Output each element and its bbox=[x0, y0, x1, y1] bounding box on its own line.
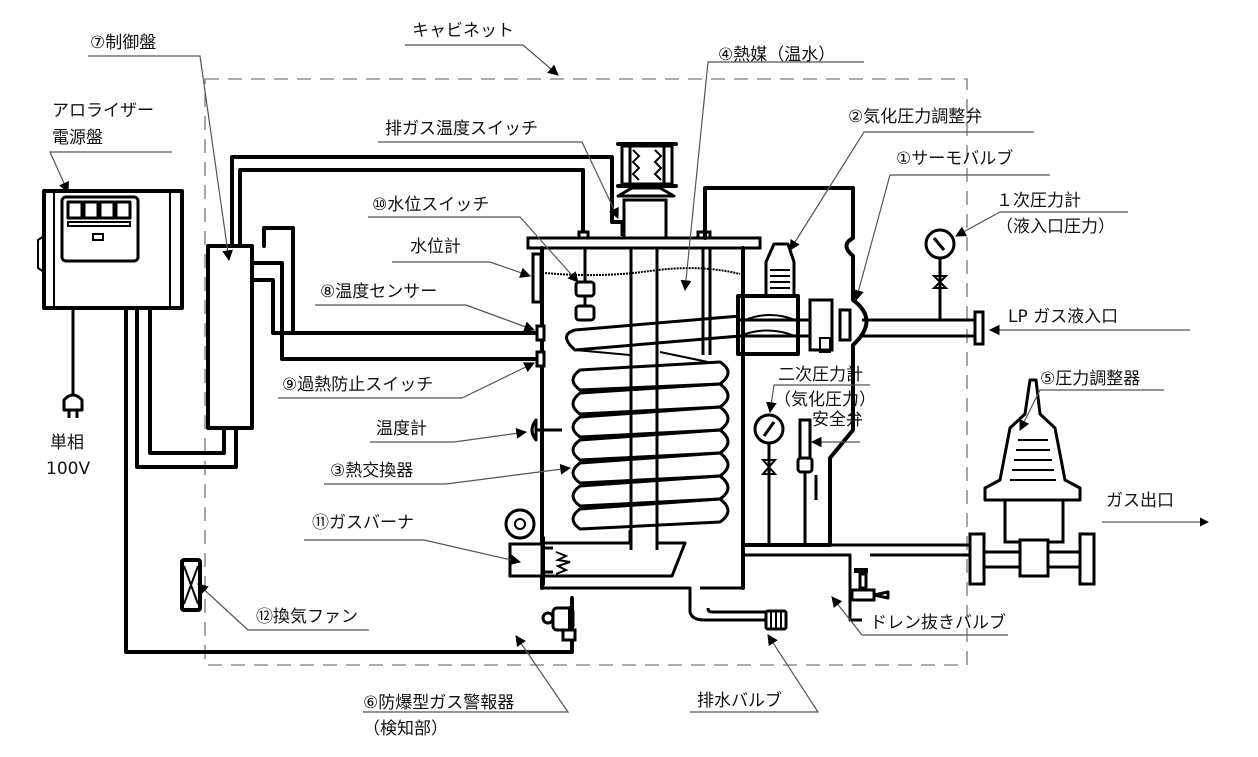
label-exhaust-temp-switch: 排ガス温度スイッチ bbox=[378, 119, 619, 219]
svg-text:安全弁: 安全弁 bbox=[812, 410, 863, 430]
gas-burner bbox=[504, 508, 770, 622]
plug-icon bbox=[62, 393, 84, 412]
svg-text:③熱交換器: ③熱交換器 bbox=[330, 461, 413, 481]
label-control-panel: ⑦制御盤 bbox=[88, 33, 233, 262]
label-primary-gauge: １次圧力計 （液入口圧力） bbox=[955, 191, 1128, 237]
gas-detector-device bbox=[541, 606, 577, 642]
svg-text:温度計: 温度計 bbox=[376, 419, 427, 439]
svg-text:キャビネット: キャビネット bbox=[412, 21, 514, 41]
svg-text:排ガス温度スイッチ: 排ガス温度スイッチ bbox=[385, 119, 538, 139]
label-water-level-gauge: 水位計 bbox=[392, 237, 532, 278]
vapor-piping bbox=[703, 186, 985, 631]
svg-text:⑤圧力調整器: ⑤圧力調整器 bbox=[1040, 369, 1140, 389]
label-thermo-valve: ①サーモバルブ bbox=[853, 148, 1050, 302]
label-vapor-pressure-valve: ②気化圧力調整弁 bbox=[789, 107, 1034, 251]
svg-text:⑫換気ファン: ⑫換気ファン bbox=[256, 607, 358, 627]
label-safety-valve: 安全弁 bbox=[810, 410, 863, 448]
svg-text:⑩水位スイッチ: ⑩水位スイッチ bbox=[372, 195, 489, 215]
label-heat-medium: ④熱媒（温水） bbox=[680, 45, 864, 292]
svg-text:１次圧力計: １次圧力計 bbox=[996, 191, 1081, 211]
label-vent-fan: ⑫換気ファン bbox=[197, 583, 369, 631]
control-panel-box bbox=[206, 244, 254, 430]
svg-text:①サーモバルブ: ①サーモバルブ bbox=[896, 148, 1013, 169]
label-cabinet: キャビネット bbox=[405, 21, 559, 76]
label-gas-detector: ⑥防爆型ガス警報器 （検知部） bbox=[363, 635, 570, 739]
power-panel bbox=[37, 189, 184, 418]
label-gas-burner: ⑪ガスバーナ bbox=[304, 513, 522, 566]
label-lp-inlet: LP ガス液入口 bbox=[1008, 307, 1118, 327]
label-thermometer: 温度計 bbox=[370, 419, 528, 443]
label-temp-sensor: ⑧温度センサー bbox=[315, 282, 536, 332]
label-drain-valve: ドレン抜きバルブ bbox=[831, 596, 1008, 636]
svg-text:水位計: 水位計 bbox=[410, 237, 461, 257]
svg-text:（液入口圧力）: （液入口圧力） bbox=[996, 217, 1115, 237]
cabinet-outline bbox=[204, 78, 968, 666]
svg-text:ドレン抜きバルブ: ドレン抜きバルブ bbox=[870, 612, 1006, 633]
svg-text:⑪ガスバーナ: ⑪ガスバーナ bbox=[312, 513, 414, 533]
label-power-panel: アロライザー 電源盤 bbox=[49, 101, 172, 193]
svg-text:単相: 単相 bbox=[50, 433, 84, 453]
label-gas-outlet: ガス出口 bbox=[1106, 491, 1174, 511]
pressure-regulator-device bbox=[968, 378, 1096, 586]
label-water-level-switch: ⑩水位スイッチ bbox=[368, 195, 579, 283]
label-power-supply: 単相 100V bbox=[46, 433, 90, 479]
svg-text:②気化圧力調整弁: ②気化圧力調整弁 bbox=[848, 107, 982, 127]
label-pressure-regulator: ⑤圧力調整器 bbox=[1019, 369, 1164, 431]
svg-text:④熱媒（温水）: ④熱媒（温水） bbox=[718, 45, 835, 65]
svg-text:⑧温度センサー: ⑧温度センサー bbox=[320, 282, 437, 302]
label-overheat-switch: ⑨過熱防止スイッチ bbox=[278, 362, 535, 399]
svg-text:アロライザー: アロライザー bbox=[52, 101, 154, 121]
svg-text:⑨過熱防止スイッチ: ⑨過熱防止スイッチ bbox=[282, 375, 433, 395]
svg-text:⑥防爆型ガス警報器: ⑥防爆型ガス警報器 bbox=[363, 693, 514, 713]
svg-text:電源盤: 電源盤 bbox=[52, 128, 103, 148]
svg-text:ガス出口: ガス出口 bbox=[1106, 491, 1174, 511]
vent-fan-device bbox=[180, 558, 202, 612]
label-discharge-valve: 排水バルブ bbox=[690, 634, 820, 713]
svg-text:（検知部）: （検知部） bbox=[363, 719, 448, 739]
label-heat-exchanger: ③熱交換器 bbox=[324, 461, 572, 485]
svg-text:（気化圧力）: （気化圧力） bbox=[774, 390, 876, 410]
svg-text:LP ガス液入口: LP ガス液入口 bbox=[1008, 307, 1118, 327]
svg-text:⑦制御盤: ⑦制御盤 bbox=[90, 33, 156, 53]
heat-exchanger-coil bbox=[565, 314, 741, 531]
svg-text:排水バルブ: 排水バルブ bbox=[697, 690, 782, 711]
svg-text:100V: 100V bbox=[46, 459, 90, 479]
label-secondary-gauge: 二次圧力計 （気化圧力） bbox=[766, 365, 876, 414]
svg-text:二次圧力計: 二次圧力計 bbox=[778, 365, 863, 385]
